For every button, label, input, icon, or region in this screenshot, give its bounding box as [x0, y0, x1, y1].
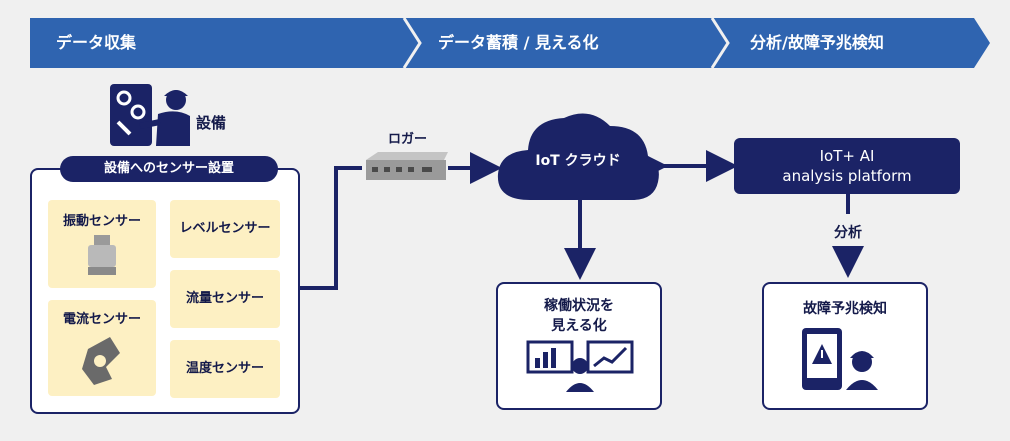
step-arrow-store — [404, 18, 728, 68]
step-arrow-collect — [30, 18, 420, 68]
monitoring-icon — [526, 340, 634, 392]
platform-line1: IoT+ AI — [819, 147, 875, 165]
sensor-level-label: レベルセンサー — [179, 221, 271, 236]
analysis-label: 分析 — [834, 225, 862, 241]
step-arrow-analyze — [712, 18, 990, 68]
step-label-store: データ蓄積 / 見える化 — [438, 33, 599, 52]
platform-box: IoT+ AI analysis platform — [734, 138, 960, 194]
sensor-current-label: 電流センサー — [62, 312, 141, 327]
equipment-label: 設備 — [196, 114, 227, 132]
equipment-icon — [110, 84, 190, 146]
platform-line2: analysis platform — [782, 167, 912, 185]
step-banner — [30, 17, 990, 69]
sensor-flow: 流量センサー — [170, 270, 280, 328]
vibration-sensor-icon — [88, 235, 116, 275]
step-label-collect: データ収集 — [56, 33, 137, 52]
sensor-temperature-label: 温度センサー — [185, 361, 264, 376]
sensor-panel-title: 設備へのセンサー設置 — [60, 156, 278, 182]
step-label-analyze: 分析/故障予兆検知 — [750, 33, 884, 52]
sensor-temperature: 温度センサー — [170, 340, 280, 398]
visualize-line1: 稼働状況を — [544, 298, 614, 314]
sensor-flow-label: 流量センサー — [185, 291, 264, 306]
prediction-label: 故障予兆検知 — [803, 301, 887, 317]
visualize-card: 稼働状況を 見える化 — [496, 282, 662, 410]
visualize-line2: 見える化 — [551, 318, 607, 334]
sensor-vibration-label: 振動センサー — [62, 214, 141, 229]
cloud-icon — [497, 113, 659, 200]
logger-device-icon — [366, 152, 448, 180]
sensor-current: 電流センサー — [48, 300, 156, 396]
prediction-card: 故障予兆検知 — [762, 282, 928, 410]
panel-logger-line — [300, 166, 362, 290]
sensor-level: レベルセンサー — [170, 200, 280, 258]
logger-label: ロガー — [388, 132, 428, 147]
cloud-label: IoT クラウド — [535, 153, 621, 169]
tablet-warning-icon — [802, 328, 878, 390]
sensor-vibration: 振動センサー — [48, 200, 156, 288]
current-sensor-icon — [82, 337, 120, 385]
